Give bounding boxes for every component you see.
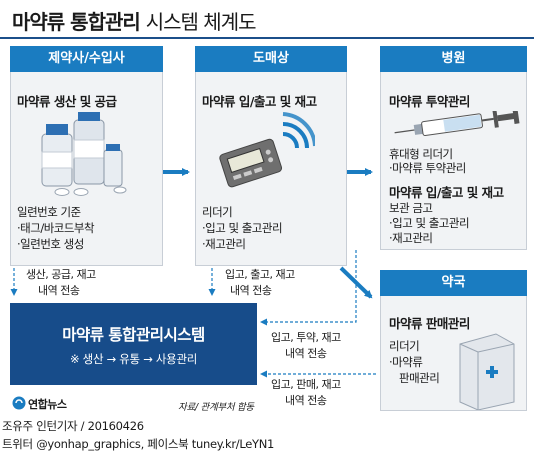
credit-line: 조유주 인턴기자 / 20160426 (2, 419, 144, 433)
manufacturer-header: 제약사/수입사 (10, 46, 163, 72)
manufacturer-serial-title: 일련번호 기준 (17, 205, 81, 219)
dashed-hospital-to-system (260, 250, 357, 326)
flow-label-manufacturer-1: 생산, 공급, 재고 (26, 268, 96, 281)
flow-label-wholesaler-2: 내역 전송 (230, 284, 272, 297)
wholesaler-reader-item: ·재고관리 (202, 237, 246, 251)
logo-text: 연합뉴스 (28, 398, 67, 411)
pharmacy-reader-item: ·마약류 (389, 355, 423, 369)
manufacturer-serial-item: ·일련번호 생성 (17, 237, 84, 251)
rfid-reader-illustration (219, 112, 315, 188)
page-title: 마약류 통합관리 시스템 체계도 (12, 6, 256, 35)
hospital-heading: 마약류 투약관리 (389, 94, 470, 109)
flow-label-pharmacy-1: 입고, 판매, 재고 (271, 378, 341, 391)
wholesaler-heading: 마약류 입/출고 및 재고 (202, 94, 317, 109)
flow-label-pharmacy-2: 내역 전송 (285, 394, 327, 407)
wholesaler-reader-item: ·입고 및 출고관리 (202, 221, 283, 235)
syringe-illustration (394, 111, 520, 137)
integrated-system-box: 마약류 통합관리시스템 ※ 생산 → 유통 → 사용관리 (10, 303, 257, 385)
manufacturer-serial-item: ·태그/바코드부착 (17, 221, 95, 235)
pharmacy-heading: 마약류 판매관리 (389, 316, 470, 331)
system-title: 마약류 통합관리시스템 (62, 326, 205, 344)
pharmacy-header: 약국 (380, 270, 527, 296)
manufacturer-heading: 마약류 생산 및 공급 (17, 94, 117, 109)
wholesaler-header: 도매상 (195, 46, 347, 72)
hospital-header: 병원 (380, 46, 527, 72)
system-subtitle: ※ 생산 → 유통 → 사용관리 (69, 352, 198, 366)
yonhap-logo-icon (12, 396, 26, 410)
source-note: 자료/ 관계부처 합동 (178, 402, 254, 413)
flow-label-manufacturer-2: 내역 전송 (38, 284, 80, 297)
hospital-safe-item: ·재고관리 (389, 231, 433, 245)
social-line: 트위터 @yonhap_graphics, 페이스북 tuney.kr/LeYN… (2, 437, 275, 451)
hospital-safe-title: 보관 금고 (389, 201, 433, 215)
medicine-bottles-illustration (41, 112, 127, 196)
flow-label-hospital-2: 내역 전송 (285, 347, 327, 360)
title-divider (0, 37, 534, 39)
flow-label-wholesaler-1: 입고, 출고, 재고 (225, 268, 295, 281)
hospital-portable-item: ·마약류 투약관리 (389, 161, 466, 175)
title-sub: 시스템 체계도 (145, 10, 257, 34)
hospital-safe-item: ·입고 및 출고관리 (389, 216, 470, 230)
hospital-panel (380, 46, 527, 250)
flow-label-hospital-1: 입고, 투약, 재고 (271, 331, 341, 344)
wholesaler-reader-title: 리더기 (202, 205, 233, 219)
pharmacy-reader-title: 리더기 (389, 339, 420, 353)
pharmacy-reader-item: 판매관리 (399, 371, 440, 385)
safe-cabinet-illustration (459, 333, 515, 410)
title-main: 마약류 통합관리 (12, 10, 141, 34)
hospital-portable-title: 휴대형 리더기 (389, 147, 453, 161)
hospital-heading2: 마약류 입/출고 및 재고 (389, 185, 504, 200)
